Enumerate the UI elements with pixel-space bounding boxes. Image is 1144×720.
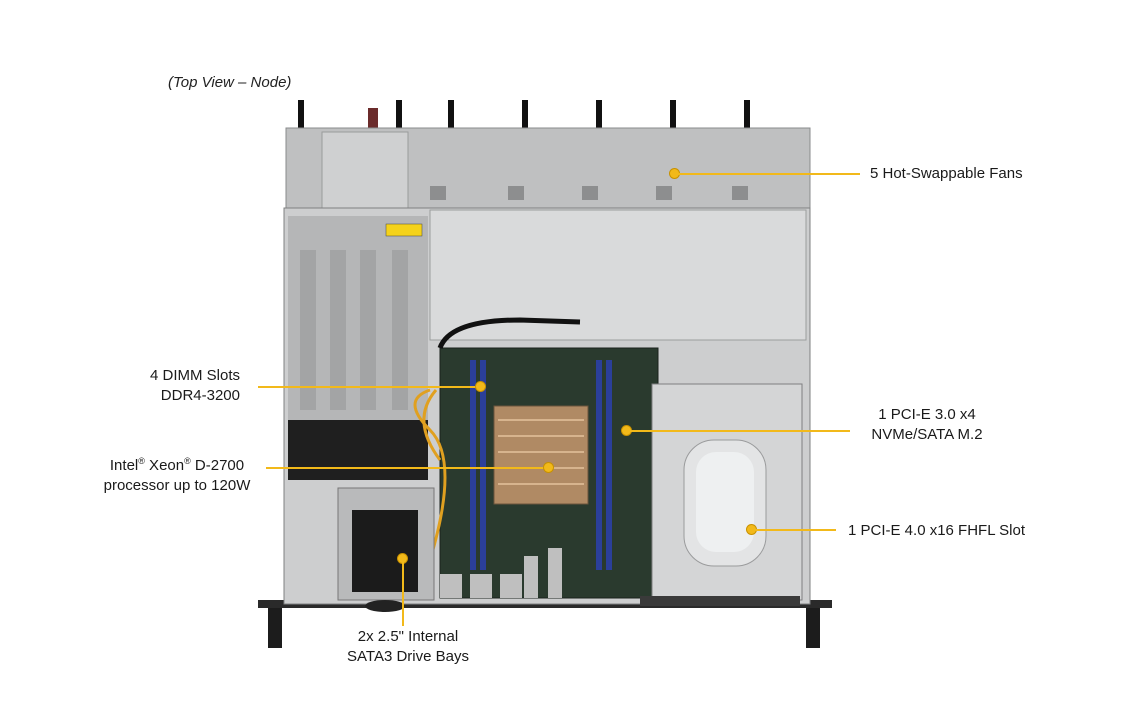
dimm-label-line1: 4 DIMM Slots xyxy=(149,367,240,384)
m2-callout-dot xyxy=(622,426,631,435)
dimm-label-line2: DDR4-3200 xyxy=(160,387,240,404)
dimm-callout-line xyxy=(258,386,480,388)
fan-handles xyxy=(298,100,750,130)
warning-label xyxy=(385,223,423,237)
cpu-heatsink xyxy=(493,405,589,505)
drive-label: 2x 2.5" Internal SATA3 Drive Bays xyxy=(328,627,488,667)
m2-callout-line xyxy=(627,430,850,432)
power-cables xyxy=(413,388,447,561)
cpu-callout-dot xyxy=(544,463,553,472)
m2-label-line1: 1 PCI-E 3.0 x4 xyxy=(878,406,976,423)
cable-bundle xyxy=(437,317,581,350)
m2-label: 1 PCI-E 3.0 x4 NVMe/SATA M.2 xyxy=(862,405,992,445)
right-front-foot xyxy=(806,604,820,648)
fans-callout-dot xyxy=(670,169,679,178)
cpu-callout-line xyxy=(266,467,548,469)
fans-label: 5 Hot-Swappable Fans xyxy=(870,165,1023,182)
cpu-label: Intel® Xeon® D-2700 processor up to 120W xyxy=(92,451,262,496)
fan-modules xyxy=(430,186,748,200)
cpu-label-line2: processor up to 120W xyxy=(103,477,251,494)
drive-callout-line xyxy=(402,558,404,626)
dimm-slots xyxy=(470,360,612,570)
pcie-slot-label: 1 PCI-E 4.0 x16 FHFL Slot xyxy=(848,522,1026,539)
dimm-callout-dot xyxy=(476,382,485,391)
dimm-label: 4 DIMM Slots DDR4-3200 xyxy=(120,366,240,406)
dark-bay xyxy=(288,420,428,480)
m2-label-line2: NVMe/SATA M.2 xyxy=(871,426,983,443)
fans-callout-line xyxy=(675,173,860,175)
top-air-shroud xyxy=(429,209,807,341)
io-ports xyxy=(440,548,562,598)
drive-label-line2: SATA3 Drive Bays xyxy=(347,648,469,665)
pcie-callout-line xyxy=(752,529,836,531)
view-caption: (Top View – Node) xyxy=(168,74,292,91)
drive-label-line1: 2x 2.5" Internal xyxy=(357,628,459,645)
cpu-label-line1: Intel® Xeon® D-2700 xyxy=(109,456,245,474)
pcie-callout-dot xyxy=(747,525,756,534)
left-front-foot xyxy=(268,604,282,648)
